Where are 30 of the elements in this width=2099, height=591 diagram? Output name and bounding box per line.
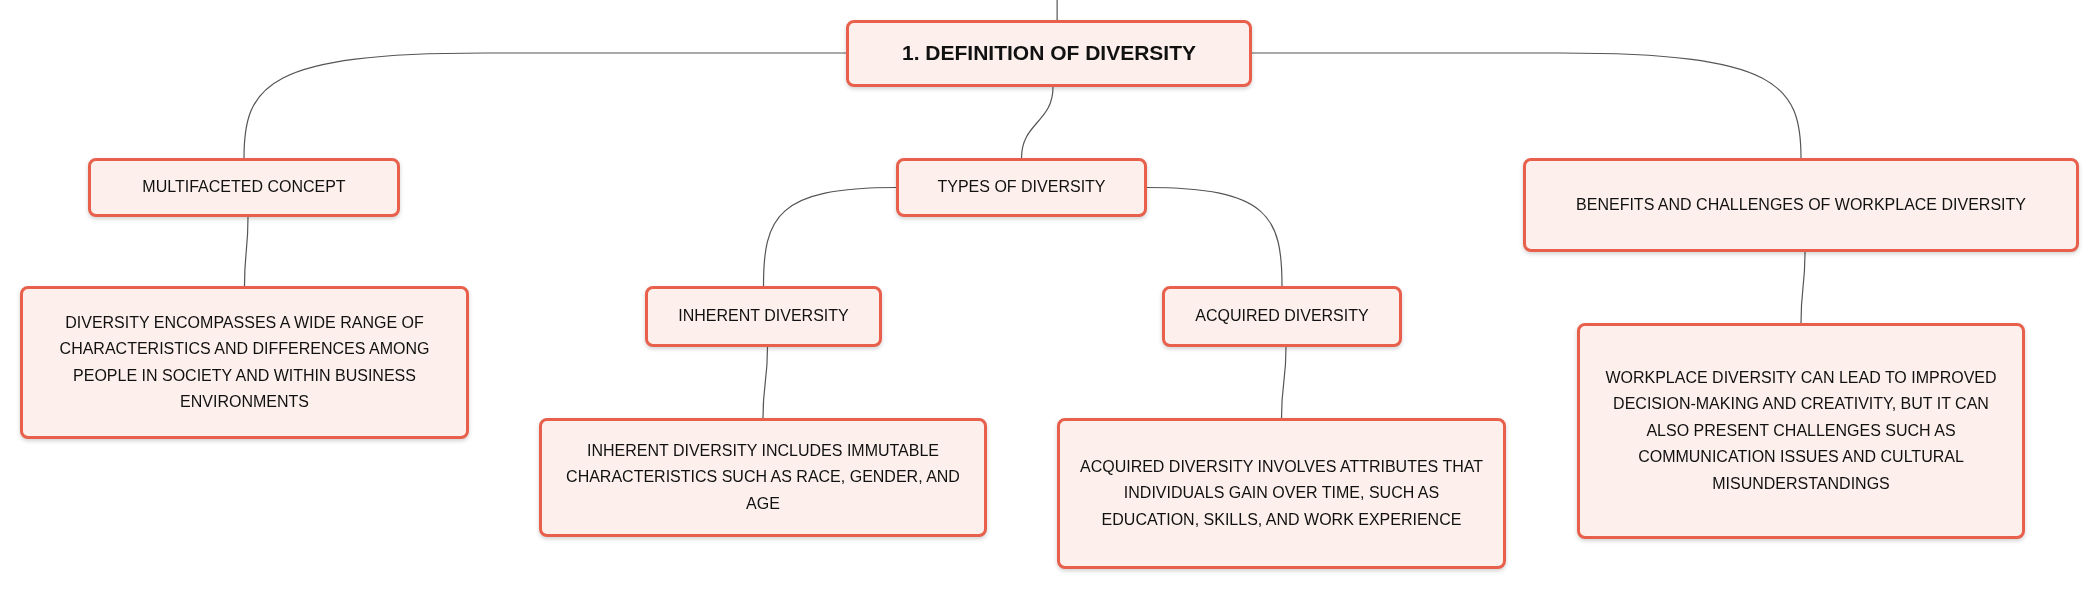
connector-line — [1251, 52, 1802, 159]
topic-text: TYPES OF DIVERSITY — [937, 177, 1106, 198]
topic-text: MULTIFACETED CONCEPT — [142, 177, 346, 198]
topic-box — [1162, 286, 1402, 347]
topic-box — [645, 286, 882, 347]
topic-text: ACQUIRED DIVERSITY — [1195, 306, 1369, 327]
connector-line — [243, 52, 847, 159]
topic-box — [1057, 418, 1506, 569]
topic-box — [896, 158, 1147, 217]
topic-text: WORKPLACE DIVERSITY CAN LEAD TO IMPROVED DECISION-MAKING AND CREATIVITY, BUT IT CAN ALSO PRESENT CHALLENGES SUCH AS COMMUNICATION ISSUES AND CULTURAL MISUNDERSTANDINGS — [1604, 368, 1998, 494]
connector-line — [762, 186, 897, 287]
topic-text: INHERENT DIVERSITY — [678, 306, 849, 327]
topic-text: INHERENT DIVERSITY INCLUDES IMMUTABLE CHARACTERISTICS SUCH AS RACE, GENDER, AND AGE — [565, 440, 961, 514]
topic-box — [846, 20, 1252, 87]
topic-box — [539, 418, 987, 537]
topic-text: DIVERSITY ENCOMPASSES A WIDE RANGE OF CHARACTERISTICS AND DIFFERENCES AMONG PEOPLE IN SOCIETY AND WITHIN BUSINESS ENVIRONMENTS — [58, 312, 431, 412]
topic-box — [1577, 323, 2025, 539]
topic-text: ACQUIRED DIVERSITY INVOLVES ATTRIBUTES THAT INDIVIDUALS GAIN OVER TIME, SUCH AS EDUCATION, SKILLS, AND WORK EXPERIENCE — [1078, 456, 1484, 530]
connector-line — [1020, 86, 1054, 159]
topic-text: BENEFITS AND CHALLENGES OF WORKPLACE DIVERSITY — [1576, 194, 2026, 215]
topic-text: 1. DEFINITION OF DIVERSITY — [902, 40, 1196, 67]
topic-box — [20, 286, 469, 439]
topic-box — [1523, 158, 2079, 252]
connector-line — [1056, 0, 1058, 21]
connector-line — [1280, 346, 1287, 419]
connector-line — [1146, 186, 1283, 287]
topic-box — [88, 158, 400, 217]
connector-line — [1800, 251, 1806, 324]
connector-line — [243, 216, 249, 287]
connector-line — [762, 346, 769, 419]
